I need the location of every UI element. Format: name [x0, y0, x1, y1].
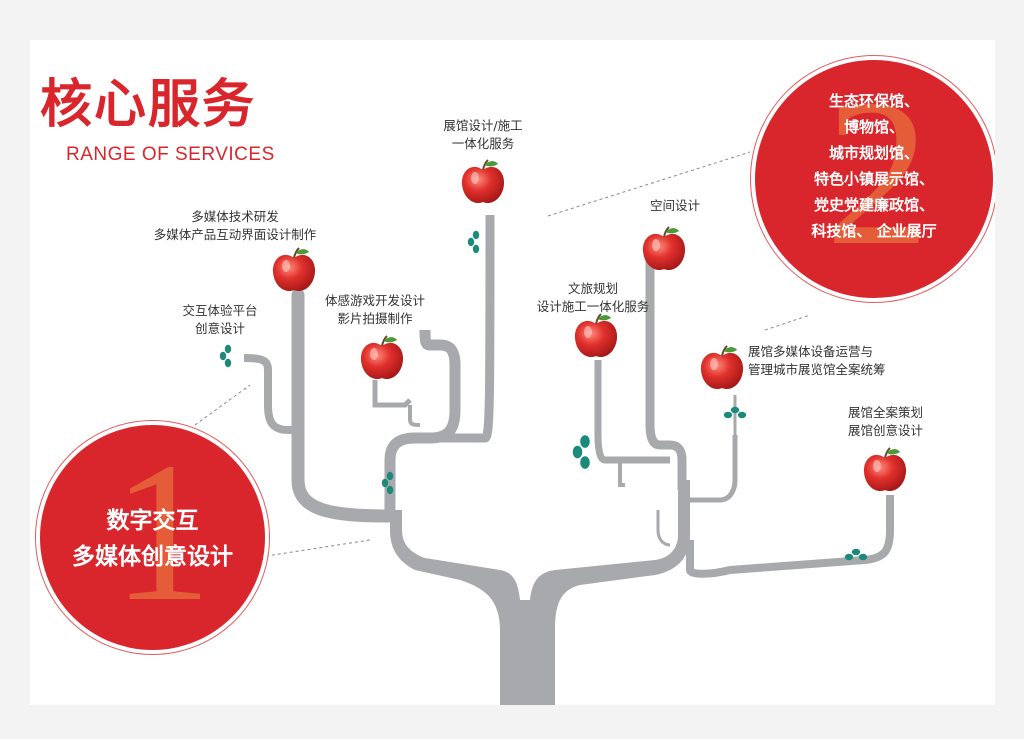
- circle-2-text: 生态环保馆、 博物馆、 城市规划馆、 特色小镇展示馆、 党史党建廉政馆、 科技馆…: [755, 88, 993, 244]
- leaf-icon: [219, 344, 232, 368]
- branch-label: 交互体验平台 创意设计: [182, 303, 258, 336]
- circle-line: 多媒体创意设计: [72, 544, 233, 570]
- leaf-icon: [467, 230, 480, 254]
- diagram-canvas: 核心服务 RANGE OF SERVICES 1 数字交互 多媒体创意设计 2 …: [30, 40, 995, 705]
- branch-label: 文旅规划 设计施工一体化服务: [536, 281, 650, 314]
- branch-label: 多媒体技术研发 多媒体产品互动界面设计制作: [153, 209, 317, 242]
- branch-label: 空间设计: [649, 198, 700, 213]
- circle-number: 1: [112, 422, 212, 643]
- tree-trunk: [390, 480, 690, 705]
- branch-label: 体感游戏开发设计 影片拍摄制作: [324, 293, 425, 326]
- circle-number: 2: [825, 57, 930, 289]
- branch-label: 展馆全案策划 展馆创意设计: [848, 405, 924, 438]
- circle-line: 城市规划馆、: [828, 144, 919, 162]
- circle-line: 特色小镇展示馆、: [813, 170, 934, 188]
- apple-icon: [699, 345, 745, 391]
- circle-line: 数字交互: [106, 508, 199, 534]
- apple-icon: [641, 226, 687, 272]
- apple-icon: [359, 335, 405, 381]
- tree-diagram: [194, 151, 908, 705]
- circle-line: 博物馆、: [843, 118, 904, 136]
- apple-icon: [862, 447, 908, 493]
- service-circle-1: 1 数字交互 多媒体创意设计: [40, 425, 265, 650]
- page-subtitle: RANGE OF SERVICES: [66, 144, 275, 165]
- leaf-icon: [572, 435, 590, 469]
- branch-label: 展馆设计/施工 一体化服务: [443, 118, 523, 151]
- page-title: 核心服务: [40, 75, 257, 135]
- apple-icon: [573, 313, 619, 359]
- circle-line: 党史党建廉政馆、: [813, 196, 934, 214]
- circle-1-text: 数字交互 多媒体创意设计: [40, 503, 265, 575]
- branch-label: 展馆多媒体设备运营与 管理城市展览馆全案统筹: [748, 344, 886, 377]
- apple-icon: [460, 159, 506, 205]
- circle-line: 生态环保馆、: [828, 92, 919, 110]
- circle-line: 科技馆、 企业展厅: [811, 222, 937, 240]
- service-circle-2: 2 生态环保馆、 博物馆、 城市规划馆、 特色小镇展示馆、 党史党建廉政馆、 科…: [755, 60, 993, 298]
- apple-icon: [271, 247, 317, 293]
